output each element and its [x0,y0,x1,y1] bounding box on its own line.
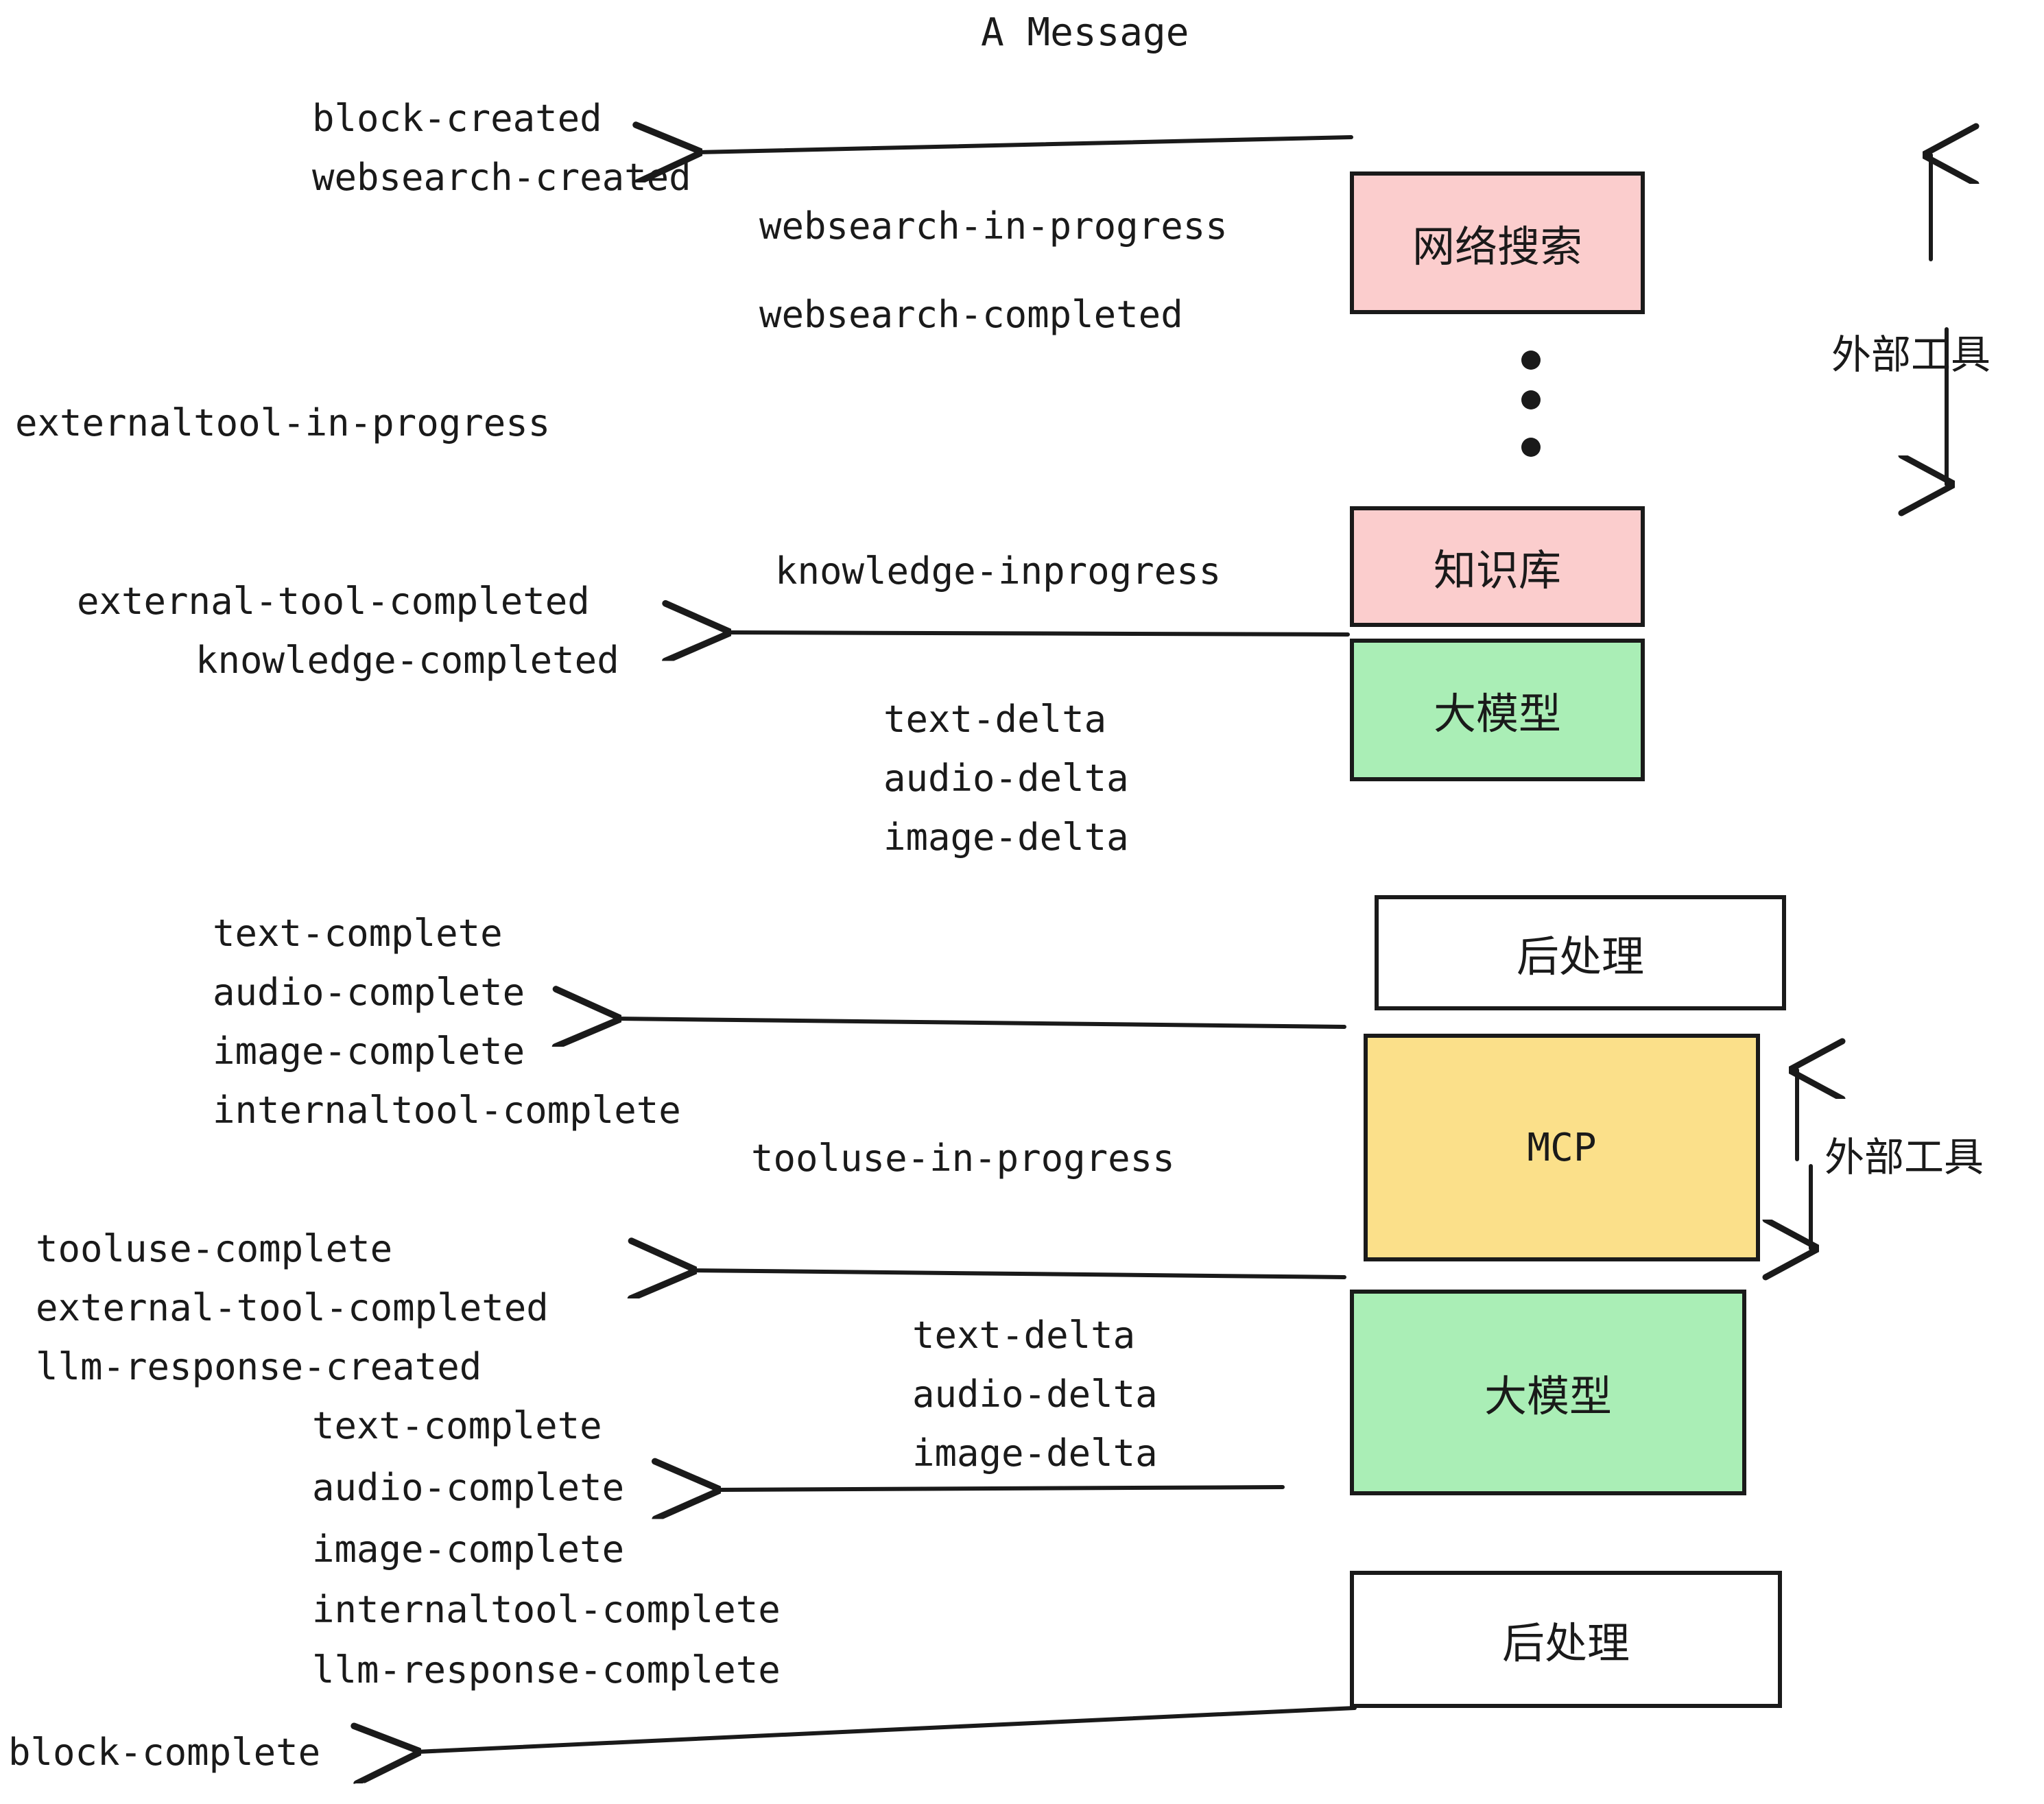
event-label-image-delta-2: image-delta [912,1432,1158,1475]
event-label-text-delta-1: text-delta [883,698,1107,741]
box-llm-2: 大模型 [1350,1290,1746,1495]
event-label-image-complete-1: image-complete [213,1030,525,1073]
box-knowledge: 知识库 [1350,506,1645,627]
event-label-audio-delta-2: audio-delta [912,1373,1158,1416]
event-label-external-tool-completed-2: external-tool-completed [36,1286,549,1329]
event-label-websearch-created: websearch-created [312,156,691,199]
diagram-title: A Message [981,10,1189,55]
event-label-externaltool-in-progress: externaltool-in-progress [15,401,551,444]
arrow-llm2-to-audio-complete [717,1487,1285,1490]
event-label-image-delta-1: image-delta [883,816,1129,859]
event-label-block-complete: block-complete [8,1731,321,1774]
event-label-websearch-in-progress: websearch-in-progress [759,204,1228,248]
event-label-internaltool-complete-2: internaltool-complete [312,1588,781,1631]
event-label-tooluse-in-progress: tooluse-in-progress [751,1137,1175,1180]
arrow-postprocess-to-image-complete [617,1019,1346,1027]
box-llm-1: 大模型 [1350,639,1645,781]
arrow-mcp-to-tooluse [693,1270,1346,1277]
event-label-image-complete-2: image-complete [312,1528,625,1571]
arrow-postprocess2-to-block-complete [417,1706,1357,1752]
event-label-text-delta-2: text-delta [912,1314,1136,1357]
event-label-text-complete-1: text-complete [213,912,503,955]
ellipsis-dot-2 [1521,390,1541,410]
box-postprocess-2: 后处理 [1350,1571,1782,1708]
annotation-external-tools-bottom: 外部工具 [1825,1134,1984,1180]
event-label-internaltool-complete-1: internaltool-complete [213,1089,681,1132]
box-postprocess-1: 后处理 [1375,895,1786,1010]
box-websearch: 网络搜索 [1350,171,1645,314]
event-label-llm-response-complete: llm-response-complete [312,1648,781,1692]
arrow-websearch-to-block [698,137,1353,152]
event-label-external-tool-completed-1: external-tool-completed [77,580,590,623]
event-label-audio-complete-1: audio-complete [213,971,525,1014]
ellipsis-dot-3 [1521,438,1541,457]
event-label-text-complete-2: text-complete [312,1404,602,1447]
event-label-knowledge-completed: knowledge-completed [195,639,619,682]
event-label-knowledge-inprogress: knowledge-inprogress [775,549,1222,593]
arrow-knowledge-to-completed [727,632,1350,634]
event-label-block-created: block-created [312,97,602,140]
event-label-audio-complete-2: audio-complete [312,1466,625,1509]
ellipsis-dot-1 [1521,351,1541,370]
annotation-external-tools-top: 外部工具 [1831,331,1991,378]
event-label-tooluse-complete: tooluse-complete [36,1227,393,1270]
event-label-websearch-completed: websearch-completed [759,293,1183,336]
event-label-llm-response-created: llm-response-created [36,1345,482,1388]
box-mcp: MCP [1364,1034,1760,1261]
event-label-audio-delta-1: audio-delta [883,757,1129,800]
